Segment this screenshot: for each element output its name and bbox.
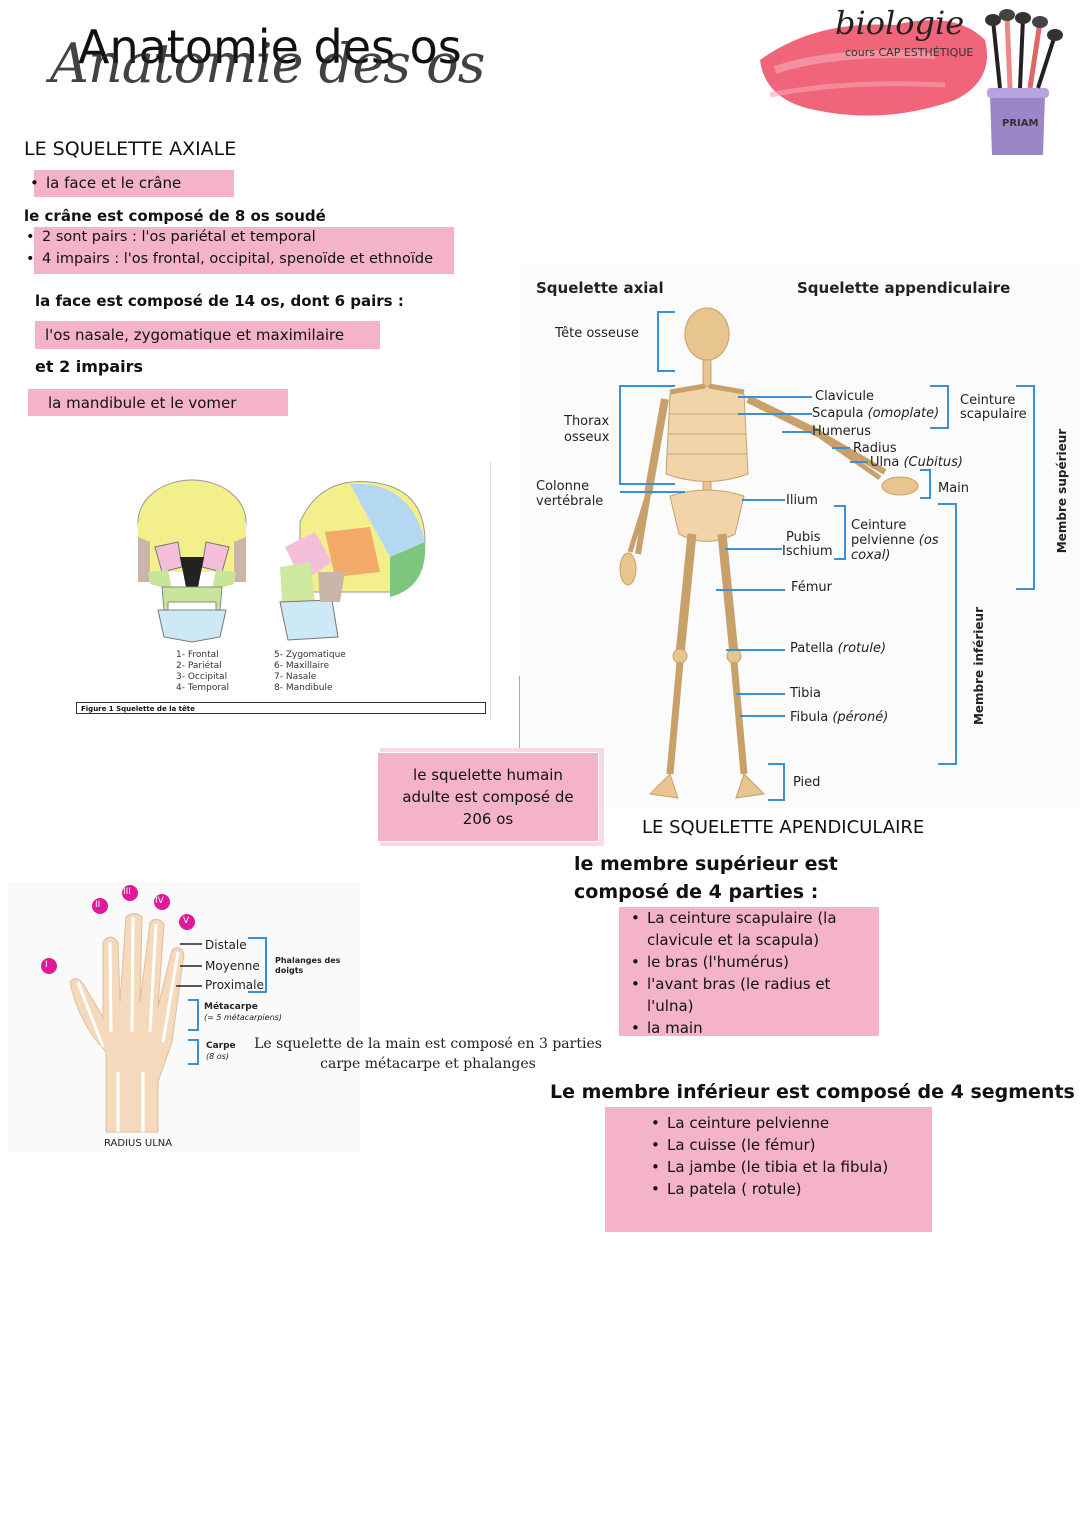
- skull-legend-right: 5- Zygomatique 6- Maxillaire 7- Nasale 8…: [274, 650, 346, 693]
- page-title: Anatomie des os Anatomie des os: [50, 20, 485, 95]
- label-scapula: Scapula (omoplate): [812, 406, 940, 421]
- label-pubis: Pubis: [786, 530, 821, 545]
- skeleton-title-axial: Squelette axial: [536, 279, 664, 297]
- label-ulna: Ulna (Cubitus): [870, 455, 963, 470]
- lower-limb-list: La ceinture pelvienne La cuisse (le fému…: [647, 1112, 888, 1200]
- skull-side-icon: [279, 481, 426, 641]
- label-ceinture-scapulaire: Ceinture scapulaire: [960, 393, 1027, 422]
- skull-front-icon: [137, 479, 247, 643]
- label-main: Main: [938, 481, 970, 496]
- face-pairs-box: l'os nasale, zygomatique et maximilaire: [35, 321, 380, 349]
- label-thorax: Thorax osseux: [564, 414, 610, 445]
- label-membre-superieur: Membre supérieur: [1055, 428, 1070, 554]
- label-fibula: Fibula (péroné): [790, 710, 889, 725]
- label-colonne: Colonne vertébrale: [536, 479, 604, 509]
- label-radius-ulna: RADIUS ULNA: [104, 1138, 173, 1149]
- label-ilium: Ilium: [786, 493, 818, 508]
- label-moyenne: Moyenne: [205, 959, 260, 973]
- label-radius: Radius: [853, 441, 897, 456]
- axial-item-face-skull: • la face et le crâne: [30, 170, 234, 197]
- label-metacarpe-sub: (= 5 métacarpiens): [204, 1013, 282, 1022]
- label-tibia: Tibia: [790, 686, 821, 701]
- skull-figure: 1- Frontal 2- Pariétal 3- Occipital 4- T…: [70, 462, 491, 720]
- finger-marker-1: I: [45, 960, 48, 970]
- hand-note: Le squelette de la main est composé en 3…: [254, 1036, 602, 1072]
- label-distale: Distale: [205, 938, 247, 952]
- face-heading: la face est composé de 14 os, dont 6 pai…: [35, 292, 404, 310]
- label-tete: Tête osseuse: [555, 326, 639, 341]
- face-odd-box: la mandibule et le vomer: [28, 389, 288, 416]
- label-clavicule: Clavicule: [815, 389, 874, 404]
- hand-figure: I II III IV V Distale Moyenne Proximale …: [8, 882, 360, 1152]
- hand-illustration: [41, 885, 267, 1133]
- upper-limb-list: La ceinture scapulaire (la clavicule et …: [627, 907, 857, 1039]
- skull-heading: le crâne est composé de 8 os soudé: [24, 207, 326, 225]
- list-item: La jambe (le tibia et la fibula): [647, 1156, 888, 1178]
- axial-heading: LE SQUELETTE AXIALE: [24, 138, 237, 160]
- lower-limb-heading: Le membre inférieur est composé de 4 seg…: [550, 1081, 1075, 1103]
- brush-cup-icon: [985, 9, 1063, 155]
- connector-line: [519, 676, 520, 748]
- list-item: La ceinture scapulaire (la clavicule et …: [627, 907, 857, 951]
- label-humerus: Humerus: [812, 424, 872, 439]
- label-carpe-sub: (8 os): [206, 1052, 229, 1061]
- label-carpe: Carpe: [206, 1041, 236, 1051]
- skeleton-illustration: [619, 307, 1035, 801]
- label-membre-inferieur: Membre inférieur: [972, 606, 987, 726]
- list-item: le bras (l'humérus): [627, 951, 857, 973]
- finger-markers: [41, 885, 195, 974]
- skeleton-figure: Squelette axial Squelette appendiculaire…: [520, 264, 1080, 808]
- label-pied: Pied: [793, 775, 821, 790]
- skull-caption: Figure 1 Squelette de la tête: [76, 702, 486, 714]
- skeleton-title-appendicular: Squelette appendiculaire: [797, 279, 1011, 297]
- biology-badge: biologie cours CAP ESTHÉTIQUE PRIAM: [755, 0, 1080, 160]
- count-note: le squelette humain adulte est composé d…: [377, 752, 599, 842]
- list-item: La ceinture pelvienne: [647, 1112, 888, 1134]
- finger-marker-4: IV: [155, 896, 164, 906]
- label-patella: Patella (rotule): [790, 641, 887, 656]
- label-phalanges: Phalanges des doigts: [275, 956, 341, 975]
- skull-illustration: [137, 479, 426, 643]
- finger-marker-5: V: [183, 916, 190, 926]
- list-item: 4 impairs : l'os frontal, occipital, spe…: [22, 248, 433, 270]
- finger-marker-2: II: [95, 900, 101, 910]
- label-metacarpe: Métacarpe: [204, 1002, 258, 1012]
- list-item: La cuisse (le fémur): [647, 1134, 888, 1156]
- label-ischium: Ischium: [782, 544, 833, 559]
- list-item: La patela ( rotule): [647, 1178, 888, 1200]
- skull-items-list: 2 sont pairs : l'os pariétal et temporal…: [22, 226, 433, 270]
- label-femur: Fémur: [791, 580, 833, 595]
- brush-stroke-decoration: [760, 9, 1063, 155]
- finger-marker-3: III: [123, 887, 131, 897]
- label-ceinture-pelvienne: Ceinture pelvienne (os coxal): [851, 518, 939, 563]
- face-odd-heading: et 2 impairs: [35, 357, 144, 376]
- skull-legend-left: 1- Frontal 2- Pariétal 3- Occipital 4- T…: [176, 650, 230, 693]
- upper-limb-heading: le membre supérieur est composé de 4 par…: [574, 853, 838, 903]
- label-proximale: Proximale: [205, 978, 264, 992]
- list-item: la main: [627, 1017, 857, 1039]
- list-item: 2 sont pairs : l'os pariétal et temporal: [22, 226, 433, 248]
- list-item: l'avant bras (le radius et l'ulna): [627, 973, 857, 1017]
- appendicular-heading: LE SQUELETTE APENDICULAIRE: [642, 817, 925, 838]
